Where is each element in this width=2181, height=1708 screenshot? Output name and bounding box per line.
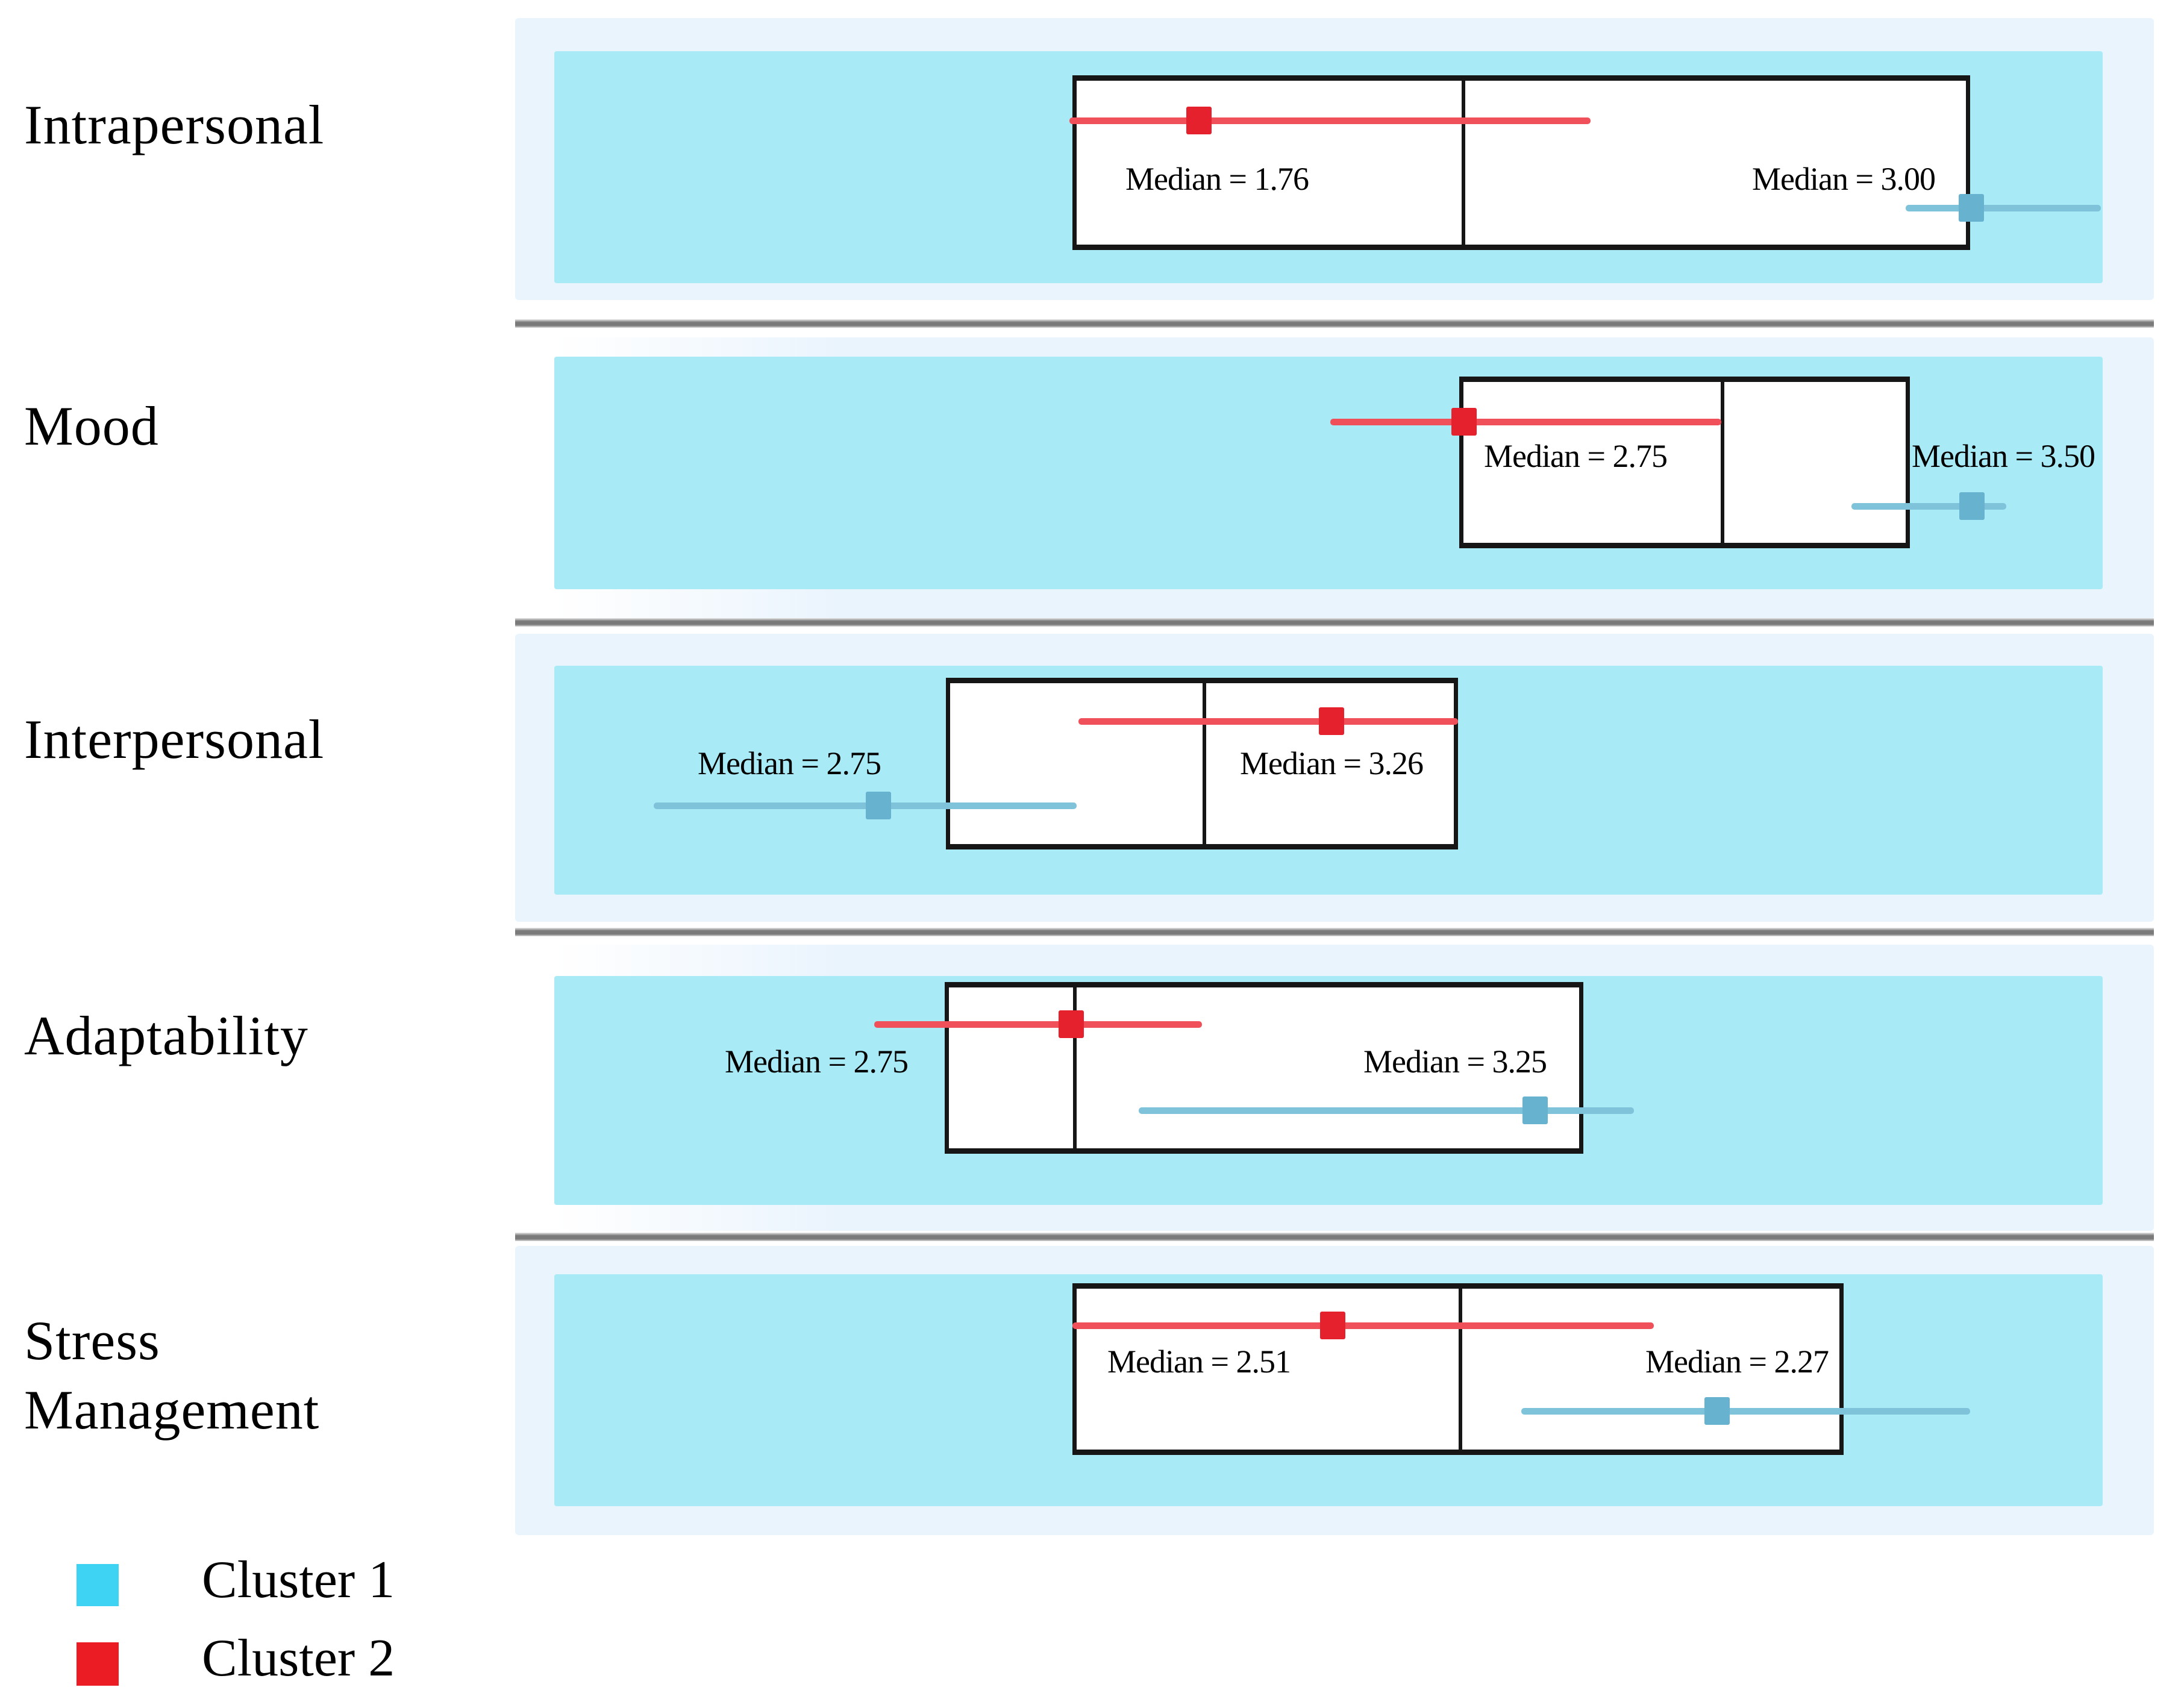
box-median-divider [1462, 81, 1465, 245]
legend-swatch-cluster1 [77, 1564, 119, 1606]
category-label-interpersonal: Interpersonal [24, 709, 325, 770]
cluster2-whisker [1330, 419, 1721, 425]
cluster1-median-marker [1704, 1397, 1730, 1425]
median-annotation: Median = 2.75 [698, 745, 881, 781]
legend-label-cluster1: Cluster 1 [202, 1551, 395, 1609]
row-separator [515, 319, 2154, 328]
boxplot-box-intrapersonal [1072, 75, 1970, 250]
cluster1-whisker [1851, 503, 2006, 510]
cluster2-median-marker [1319, 707, 1344, 735]
cluster2-median-marker [1451, 408, 1477, 436]
row-separator [515, 928, 2154, 936]
legend-swatch-cluster2 [77, 1642, 119, 1686]
median-annotation: Median = 1.76 [1125, 161, 1309, 197]
boxplot-box-stress-management [1072, 1283, 1844, 1455]
cluster2-whisker [1078, 718, 1458, 725]
box-median-divider [1073, 987, 1077, 1148]
cluster1-median-marker [866, 792, 891, 819]
cluster2-whisker [1069, 117, 1591, 124]
cluster2-whisker [874, 1021, 1202, 1028]
median-annotation: Median = 3.25 [1363, 1043, 1547, 1080]
box-median-divider [1459, 1289, 1462, 1450]
cluster1-whisker [1139, 1107, 1634, 1114]
cluster1-whisker [654, 802, 1077, 809]
cluster2-median-marker [1186, 107, 1212, 134]
median-annotation: Median = 2.75 [725, 1043, 909, 1080]
cluster2-median-marker [1059, 1010, 1084, 1038]
cluster2-median-marker [1320, 1312, 1345, 1339]
cluster1-median-marker [1522, 1096, 1548, 1124]
box-median-divider [1721, 382, 1724, 543]
boxplot-box-interpersonal [946, 678, 1458, 849]
row-separator [515, 1233, 2154, 1241]
category-label-stress-management: Stress Management [24, 1310, 320, 1441]
median-annotation: Median = 3.00 [1752, 161, 1936, 197]
cluster1-median-marker [1959, 194, 1984, 222]
cluster1-median-marker [1959, 492, 1985, 520]
box-median-divider [1203, 683, 1206, 844]
median-annotation: Median = 2.27 [1645, 1344, 1829, 1380]
boxplot-box-adaptability [945, 982, 1583, 1154]
median-annotation: Median = 2.51 [1107, 1344, 1291, 1380]
cluster1-whisker [1906, 205, 2101, 211]
median-annotation: Median = 3.26 [1240, 745, 1424, 781]
median-annotation: Median = 2.75 [1484, 438, 1668, 474]
category-label-mood: Mood [24, 395, 159, 457]
row-separator [515, 618, 2154, 627]
legend-label-cluster2: Cluster 2 [202, 1629, 395, 1688]
category-label-adaptability: Adaptability [24, 1005, 308, 1066]
median-annotation: Median = 3.50 [1912, 438, 2095, 474]
cluster2-whisker [1072, 1322, 1654, 1329]
category-label-intrapersonal: Intrapersonal [24, 94, 325, 155]
cluster1-whisker [1521, 1408, 1970, 1415]
boxplot-box-mood [1459, 377, 1910, 548]
